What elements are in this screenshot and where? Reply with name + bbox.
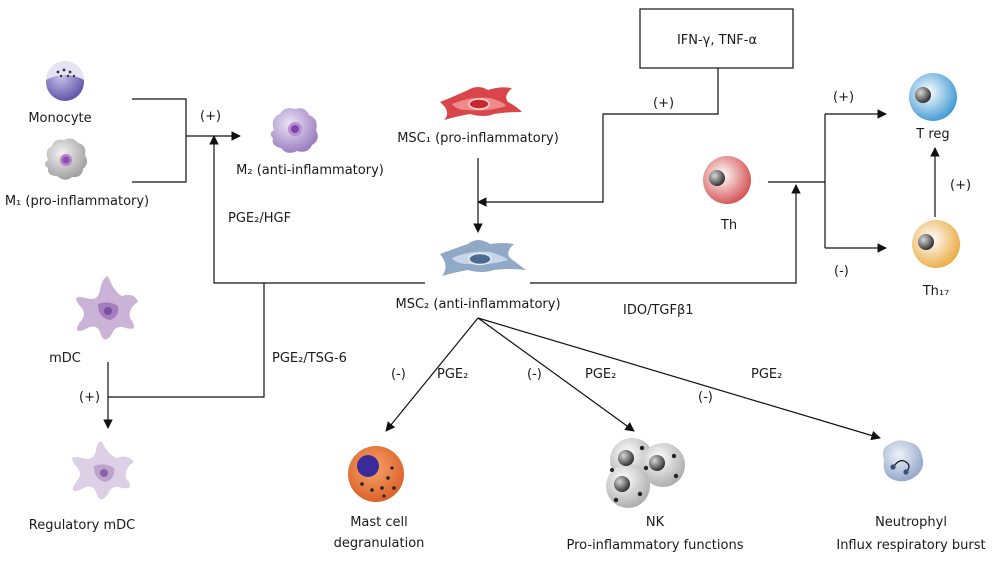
m1-label: M₁ (pro-inflammatory) <box>5 194 149 209</box>
monocyte-icon <box>46 61 84 101</box>
mast-minus-sign: (-) <box>391 367 406 382</box>
mast-cell-icon <box>348 446 404 502</box>
mast-cell-label-line1: Mast cell <box>350 515 408 530</box>
treg-icon <box>909 73 957 121</box>
th-label: Th <box>720 218 737 233</box>
pge2-nk-label: PGE₂ <box>585 367 616 382</box>
arrow-msc2-to-th <box>530 184 801 284</box>
msc1-label: MSC₁ (pro-inflammatory) <box>397 131 559 146</box>
mdc-label: mDC <box>49 351 81 366</box>
th17-icon <box>912 220 960 268</box>
neutrophil-label-line1: Neutrophyl <box>875 515 947 530</box>
m2-label: M₂ (anti-inflammatory) <box>236 163 384 178</box>
mdc-plus-sign: (+) <box>79 390 100 405</box>
th-cell-icon <box>703 156 751 204</box>
treg-plus-sign: (+) <box>833 90 854 105</box>
pge2-hgf-label: PGE₂/HGF <box>228 211 291 226</box>
m2-macrophage-icon <box>270 108 318 153</box>
m1-macrophage-icon <box>45 138 88 180</box>
pge2-mast-label: PGE₂ <box>437 367 468 382</box>
nk-label-line2: Pro-inflammatory functions <box>567 538 744 553</box>
arrow-msc2-to-nk <box>477 317 635 432</box>
msc1-icon <box>440 87 522 120</box>
mast-cell-label-line2: degranulation <box>334 536 425 551</box>
arrow-msc2-to-mast-cell <box>385 317 479 432</box>
treg-label: T reg <box>915 127 949 142</box>
th17-minus-sign: (-) <box>834 264 849 279</box>
cytokine-label: IFN-γ, TNF-α <box>677 33 757 48</box>
arrow-cytokines-to-msc2 <box>477 68 719 207</box>
msc2-icon <box>440 240 526 276</box>
regulatory-mdc-label: Regulatory mDC <box>29 518 136 533</box>
nk-minus-sign: (-) <box>527 367 542 382</box>
th17-label: Th₁₇ <box>922 284 950 299</box>
neutrophil-label-line2: Influx respiratory burst <box>836 538 985 553</box>
regulatory-mdc-icon <box>72 441 134 500</box>
monocyte-label: Monocyte <box>28 111 91 126</box>
cytokine-plus-sign: (+) <box>653 96 674 111</box>
arrow-msc2-to-m2 <box>209 135 425 284</box>
nk-label-line1: NK <box>646 515 665 530</box>
mdc-icon <box>76 276 138 340</box>
pge2-tsg6-label: PGE₂/TSG-6 <box>272 351 347 366</box>
m2-plus-sign: (+) <box>200 109 221 124</box>
neutrophil-minus-sign: (-) <box>698 390 713 405</box>
pge2-neutrophil-label: PGE₂ <box>751 367 782 382</box>
ido-tgf-label: IDO/TGFβ1 <box>623 303 694 318</box>
cytokine-box <box>639 8 794 69</box>
connector-lines <box>103 68 940 441</box>
msc2-label: MSC₂ (anti-inflammatory) <box>395 297 560 312</box>
msc2-to-mdc-line <box>108 283 265 398</box>
th17-to-treg-plus-sign: (+) <box>950 178 971 193</box>
neutrophil-icon <box>882 440 924 482</box>
arrow-msc2-to-neutrophil <box>477 317 881 441</box>
monocyte-m1-bracket <box>132 98 187 183</box>
nk-cells-icon <box>606 438 685 508</box>
